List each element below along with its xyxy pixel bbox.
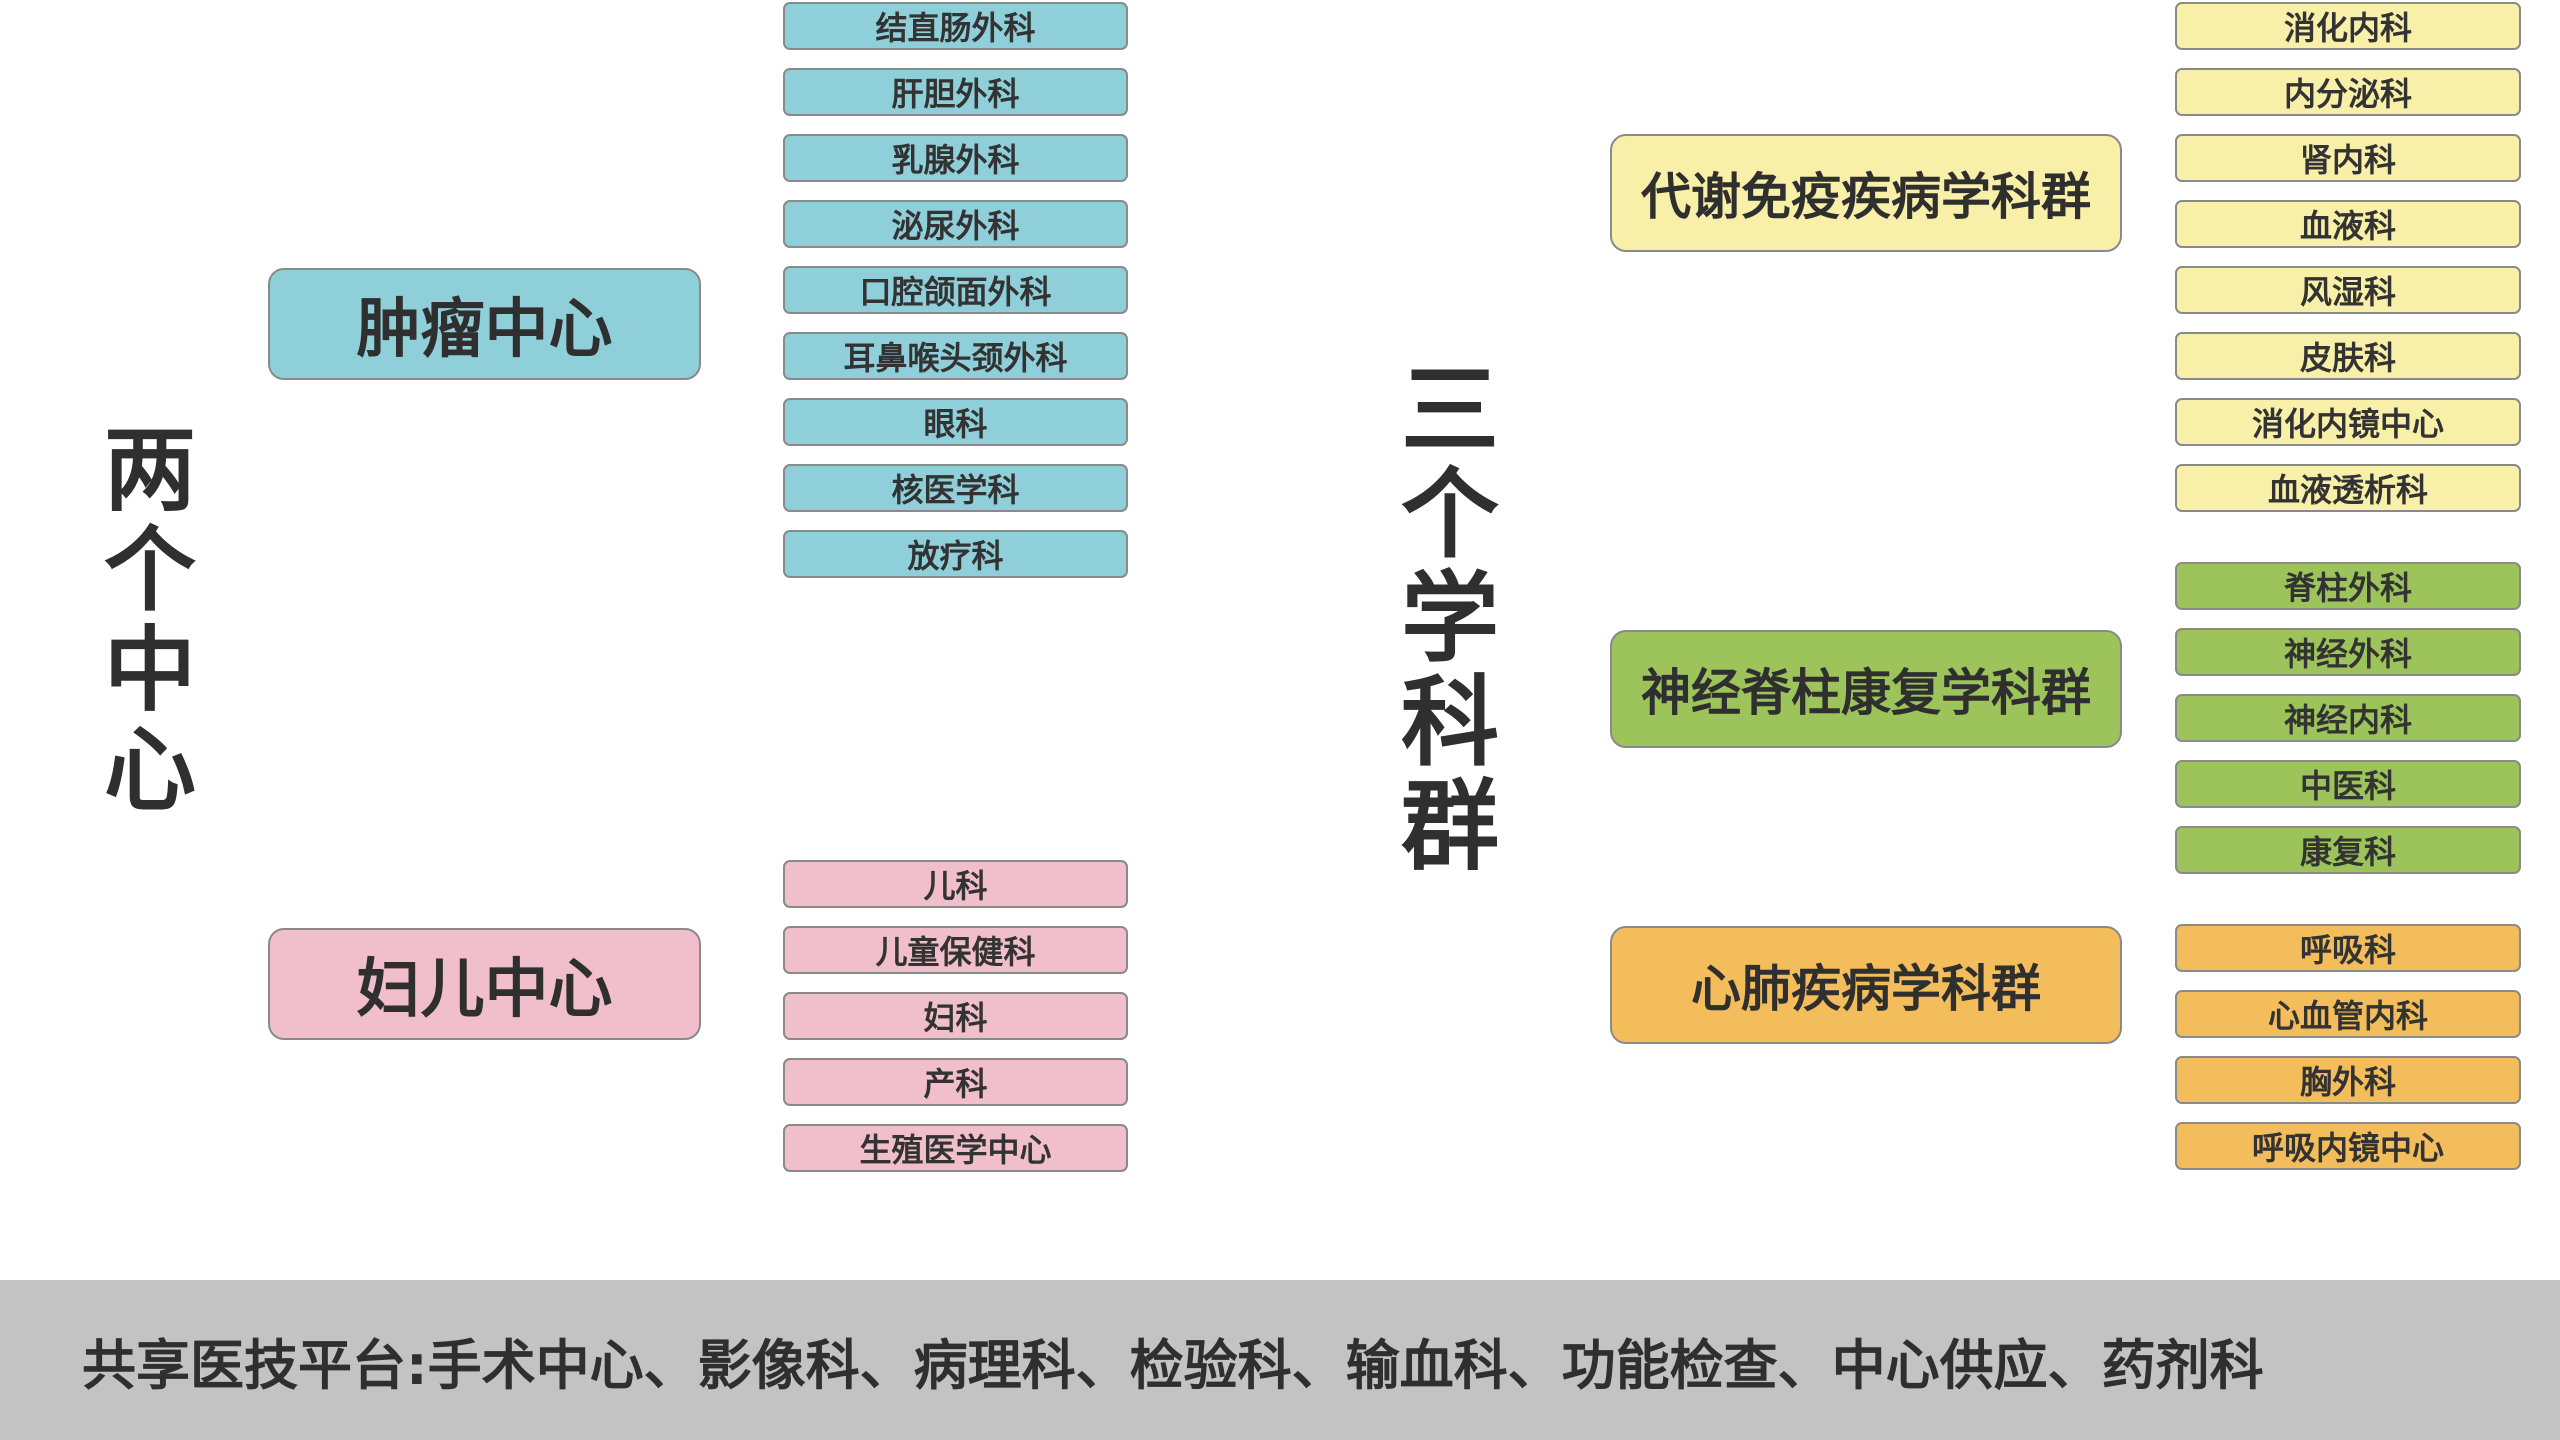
department-item: 放疗科 (783, 530, 1128, 578)
department-item: 结直肠外科 (783, 2, 1128, 50)
department-item: 神经外科 (2175, 628, 2521, 676)
middle-vertical-title: 三 个 学 科 群 (1395, 362, 1505, 882)
department-item: 内分泌科 (2175, 68, 2521, 116)
department-item: 康复科 (2175, 826, 2521, 874)
cardio-pulmonary-group-box: 心肺疾病学科群 (1610, 926, 2122, 1044)
title-char: 中 (103, 617, 196, 724)
department-item: 泌尿外科 (783, 200, 1128, 248)
title-char: 个 (1400, 458, 1499, 572)
department-item: 耳鼻喉头颈外科 (783, 332, 1128, 380)
neuro-spine-group-box: 神经脊柱康复学科群 (1610, 630, 2122, 748)
department-item: 风湿科 (2175, 266, 2521, 314)
department-item: 产科 (783, 1058, 1128, 1106)
left-vertical-title: 两 个 中 心 (100, 425, 200, 825)
department-item: 血液透析科 (2175, 464, 2521, 512)
department-item: 儿童保健科 (783, 926, 1128, 974)
shared-platform-footer: 共享医技平台:手术中心、影像科、病理科、检验科、输血科、功能检查、中心供应、药剂… (0, 1280, 2560, 1440)
department-item: 血液科 (2175, 200, 2521, 248)
department-item: 消化内科 (2175, 2, 2521, 50)
title-char: 学 (1400, 562, 1499, 676)
department-item: 呼吸内镜中心 (2175, 1122, 2521, 1170)
department-item: 眼科 (783, 398, 1128, 446)
department-item: 消化内镜中心 (2175, 398, 2521, 446)
department-item: 口腔颌面外科 (783, 266, 1128, 314)
title-char: 三 (1400, 354, 1499, 468)
title-char: 个 (103, 517, 196, 624)
department-item: 皮肤科 (2175, 332, 2521, 380)
department-item: 儿科 (783, 860, 1128, 908)
title-char: 两 (103, 417, 196, 524)
department-item: 妇科 (783, 992, 1128, 1040)
department-item: 神经内科 (2175, 694, 2521, 742)
title-char: 心 (103, 717, 196, 824)
department-item: 生殖医学中心 (783, 1124, 1128, 1172)
department-item: 核医学科 (783, 464, 1128, 512)
women-children-center-box: 妇儿中心 (268, 928, 701, 1040)
department-item: 中医科 (2175, 760, 2521, 808)
tumor-center-box: 肿瘤中心 (268, 268, 701, 380)
title-char: 科 (1400, 666, 1499, 780)
department-item: 心血管内科 (2175, 990, 2521, 1038)
department-item: 呼吸科 (2175, 924, 2521, 972)
department-item: 肾内科 (2175, 134, 2521, 182)
department-item: 脊柱外科 (2175, 562, 2521, 610)
department-item: 乳腺外科 (783, 134, 1128, 182)
footer-text: 共享医技平台:手术中心、影像科、病理科、检验科、输血科、功能检查、中心供应、药剂… (82, 1333, 2264, 1397)
metabolic-immune-group-box: 代谢免疫疾病学科群 (1610, 134, 2122, 252)
department-item: 肝胆外科 (783, 68, 1128, 116)
title-char: 群 (1400, 770, 1499, 884)
department-item: 胸外科 (2175, 1056, 2521, 1104)
